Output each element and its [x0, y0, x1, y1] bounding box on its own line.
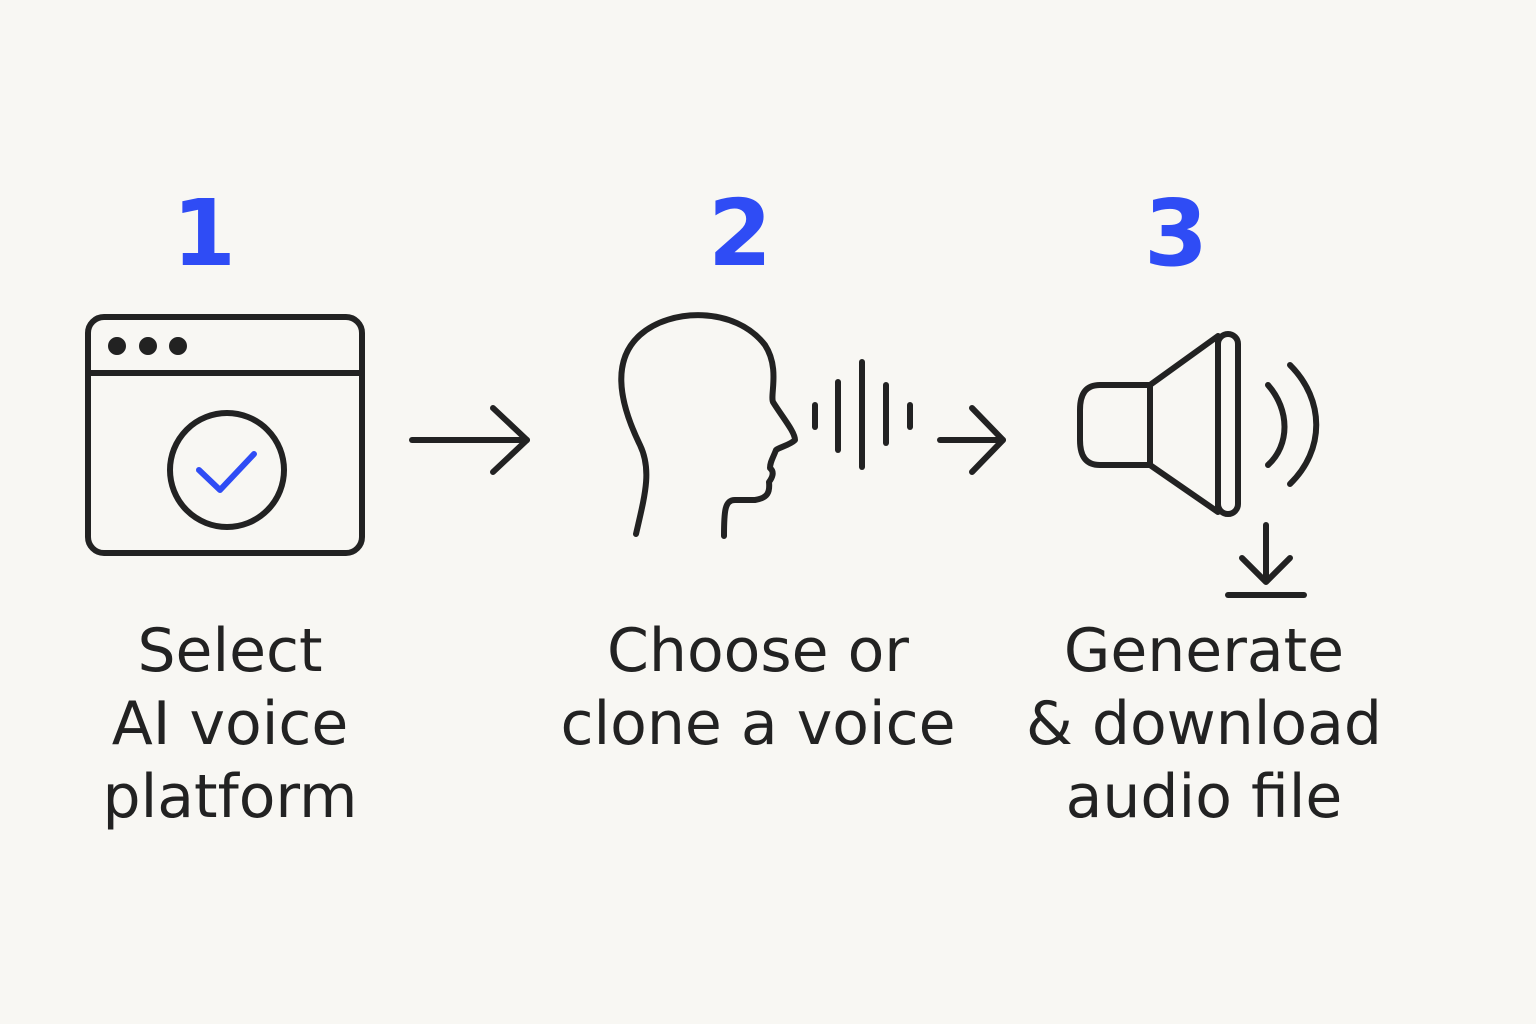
step-1-number: 1 [171, 180, 236, 287]
label-line: AI voice [111, 689, 349, 759]
label-line: Select [137, 616, 323, 686]
label-line: & download [1026, 689, 1382, 759]
arrow-right-icon [409, 405, 530, 475]
browser-check-icon [85, 314, 365, 556]
label-line: platform [102, 762, 358, 832]
arrow-right-icon [937, 405, 1006, 475]
label-line: Choose or [607, 616, 909, 686]
label-line: audio file [1065, 762, 1343, 832]
label-line: Generate [1063, 616, 1345, 686]
step-3-label: Generate & download audio file [974, 615, 1434, 834]
step-1-label: Select AI voice platform [0, 615, 460, 834]
label-line: clone a voice [560, 689, 956, 759]
speaker-download-icon [1077, 331, 1320, 598]
head-voice-icon [618, 312, 913, 539]
step-2-number: 2 [707, 180, 772, 287]
step-3-number: 3 [1143, 180, 1208, 287]
step-2-label: Choose or clone a voice [528, 615, 988, 761]
